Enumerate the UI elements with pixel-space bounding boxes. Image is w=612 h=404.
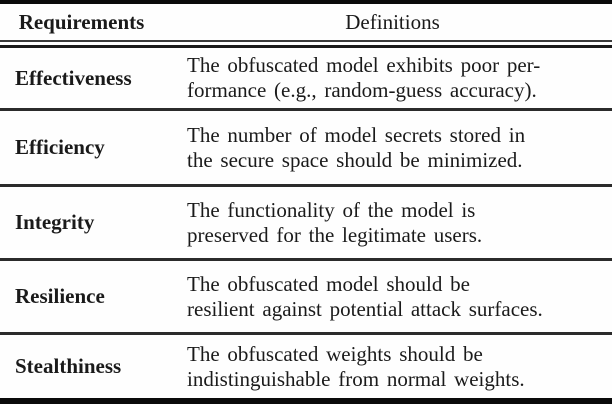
requirement-label-stealthiness: Stealthiness bbox=[15, 354, 122, 378]
requirement-label-efficiency: Efficiency bbox=[15, 135, 105, 159]
requirement-label-resilience: Resilience bbox=[15, 284, 105, 308]
table-row: Integrity The functionality of the model… bbox=[0, 187, 612, 258]
definition-text-resilience: The obfuscated model should be resilient… bbox=[187, 271, 543, 321]
row-separator-rule bbox=[0, 108, 612, 111]
table-row: Effectiveness The obfuscated model exhib… bbox=[0, 48, 612, 108]
requirement-label-integrity: Integrity bbox=[15, 210, 95, 234]
table-row: Resilience The obfuscated model should b… bbox=[0, 261, 612, 332]
definition-text-effectiveness: The obfuscated model exhibits poor per- … bbox=[187, 53, 541, 102]
header-double-rule-upper bbox=[0, 40, 612, 42]
table-top-rule bbox=[0, 0, 612, 4]
header-definitions: Definitions bbox=[345, 9, 440, 34]
definition-text-integrity: The functionality of the model is preser… bbox=[187, 197, 483, 247]
table-bottom-rule bbox=[0, 398, 612, 404]
table-row: Efficiency The number of model secrets s… bbox=[0, 111, 612, 184]
requirement-label-effectiveness: Effectiveness bbox=[15, 65, 132, 90]
table-header-row: Requirements Definitions bbox=[0, 4, 612, 40]
table-row: Stealthiness The obfuscated weights shou… bbox=[0, 335, 612, 398]
definition-text-efficiency: The number of model secrets stored in th… bbox=[187, 122, 526, 172]
definition-text-stealthiness: The obfuscated weights should be indisti… bbox=[187, 341, 525, 391]
header-double-rule-lower bbox=[0, 45, 612, 48]
row-separator-rule bbox=[0, 258, 612, 261]
header-requirements: Requirements bbox=[18, 9, 145, 34]
row-separator-rule bbox=[0, 332, 612, 335]
row-separator-rule bbox=[0, 184, 612, 187]
